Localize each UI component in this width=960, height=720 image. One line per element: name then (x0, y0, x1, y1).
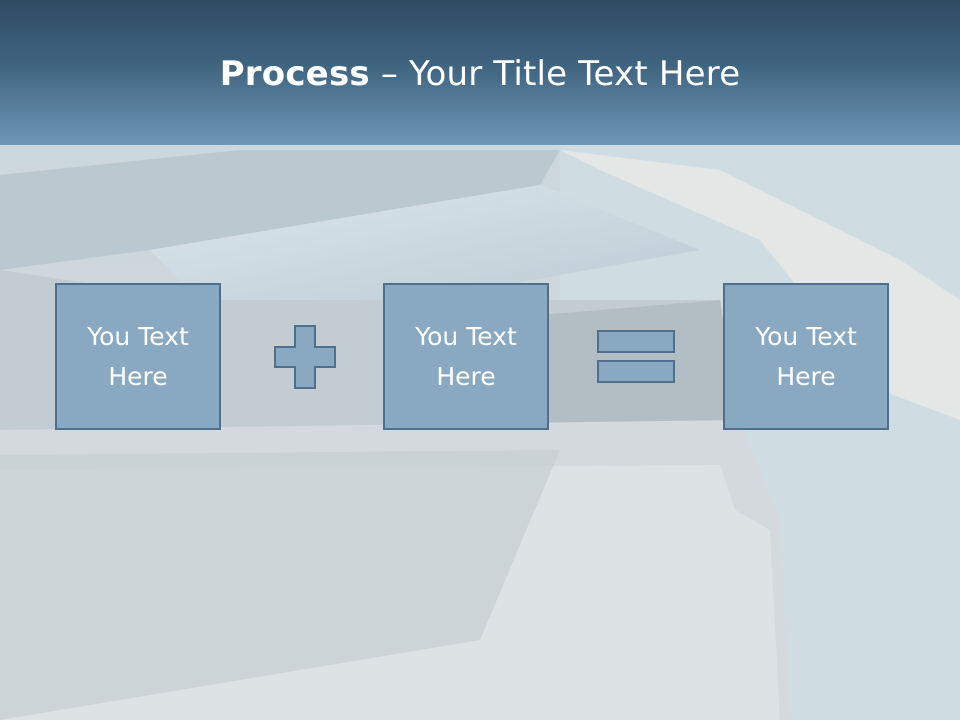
process-box-1-text: You Text Here (87, 321, 189, 391)
slide-title: Process – Your Title Text Here (0, 52, 960, 96)
title-bar (0, 0, 960, 145)
title-bold-part: Process (219, 54, 370, 94)
process-box-3: You Text Here (723, 283, 889, 430)
process-box-1: You Text Here (55, 283, 221, 430)
process-box-3-text: You Text Here (755, 321, 857, 391)
equals-icon (597, 330, 675, 383)
process-box-2: You Text Here (383, 283, 549, 430)
process-box-2-text: You Text Here (415, 321, 517, 391)
plus-icon (274, 325, 336, 389)
title-rest-part: – Your Title Text Here (369, 54, 741, 94)
